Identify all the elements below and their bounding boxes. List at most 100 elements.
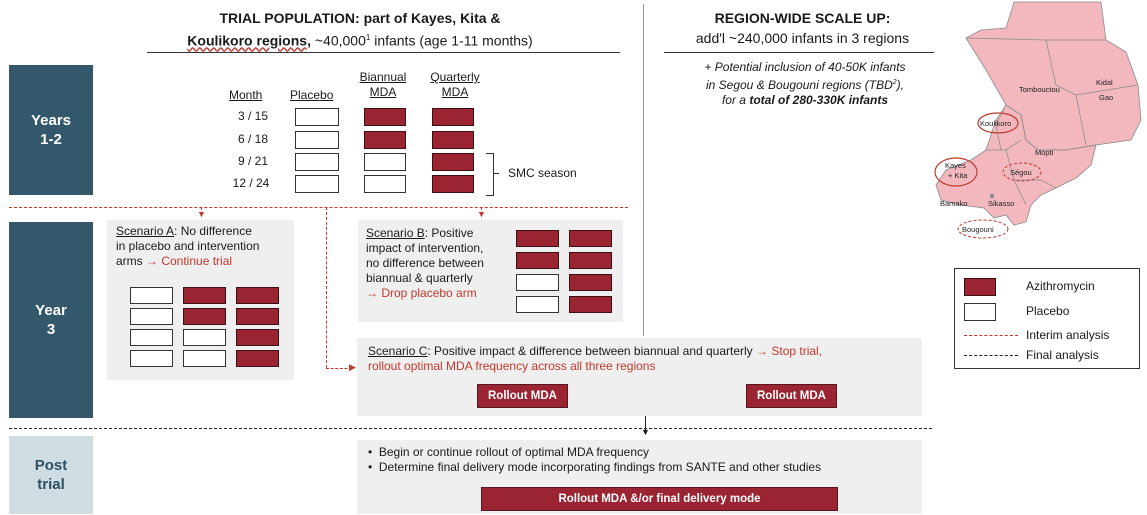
row-month-4: 12 / 24 bbox=[232, 176, 270, 190]
smc-bracket bbox=[486, 153, 494, 196]
bougouni-highlight bbox=[957, 219, 1009, 239]
azithromycin-box bbox=[236, 329, 279, 346]
right-note: + Potential inclusion of 40-50K infants … bbox=[650, 60, 960, 108]
rollout-mda-button: Rollout MDA bbox=[477, 384, 568, 408]
placebo-box bbox=[130, 329, 173, 346]
col-biannual: Biannual MDA bbox=[359, 70, 407, 99]
interim-analysis-line bbox=[9, 207, 628, 208]
arrow-to-scenario-c bbox=[326, 207, 327, 368]
population-count: ~40,000 bbox=[310, 32, 366, 49]
placebo-box bbox=[130, 308, 173, 325]
placebo-box bbox=[295, 131, 339, 149]
placebo-box bbox=[516, 274, 559, 291]
right-header-rule bbox=[664, 52, 934, 53]
arrow-head: ▼ bbox=[477, 209, 486, 219]
post-trial-bullets: • Begin or continue rollout of optimal M… bbox=[368, 445, 822, 474]
legend-final-swatch bbox=[964, 355, 1018, 356]
right-note-line3: for a total of 280-330K infants bbox=[721, 93, 889, 107]
map-label-koulikoro: Koulikoro bbox=[980, 119, 1012, 128]
post-bullet-2: Determine final delivery mode incorporat… bbox=[378, 460, 822, 474]
map-label-tombouctou: Tombouctou bbox=[1019, 85, 1060, 94]
arrow-to-post bbox=[645, 416, 646, 430]
azithromycin-box bbox=[432, 175, 474, 193]
scenario-c-text: Scenario C: Positive impact & difference… bbox=[368, 344, 918, 374]
map-label-segou: Ségou bbox=[1010, 168, 1032, 177]
azithromycin-box bbox=[569, 296, 612, 313]
placebo-box bbox=[516, 296, 559, 313]
placebo-box bbox=[295, 108, 339, 126]
legend-interim-swatch bbox=[964, 335, 1018, 336]
scenario-a-text: Scenario A: No difference in placebo and… bbox=[116, 224, 260, 268]
phase-year-3: Year 3 bbox=[9, 222, 93, 418]
row-month-3: 9 / 21 bbox=[237, 154, 269, 168]
column-divider bbox=[643, 4, 644, 336]
placebo-box bbox=[295, 153, 339, 171]
scenario-c-label: Scenario C bbox=[368, 344, 428, 358]
arrow-to-scenario-c-h bbox=[326, 368, 352, 369]
azithromycin-box bbox=[432, 131, 474, 149]
arrow-head: ▶ bbox=[349, 362, 356, 372]
mali-map bbox=[934, 1, 1142, 239]
placebo-box bbox=[183, 329, 226, 346]
scenario-b-action: → Drop placebo arm bbox=[366, 286, 477, 300]
left-header-rule bbox=[147, 52, 620, 53]
azithromycin-box bbox=[183, 308, 226, 325]
arrow-to-scenario-a bbox=[201, 207, 202, 215]
azithromycin-box bbox=[432, 153, 474, 171]
azithromycin-box bbox=[516, 230, 559, 247]
placebo-box bbox=[130, 287, 173, 304]
azithromycin-box bbox=[569, 274, 612, 291]
scenario-a-label: Scenario A bbox=[116, 224, 175, 238]
scenario-c-action: → Stop trial, bbox=[756, 344, 823, 358]
azithromycin-box bbox=[364, 108, 406, 126]
azithromycin-box bbox=[183, 287, 226, 304]
azithromycin-box bbox=[236, 308, 279, 325]
post-bullet-1: Begin or continue rollout of optimal MDA… bbox=[378, 445, 650, 459]
smc-bracket-tick bbox=[493, 173, 499, 174]
smc-season-label: SMC season bbox=[508, 166, 577, 180]
azithromycin-box bbox=[432, 108, 474, 126]
row-month-2: 6 / 18 bbox=[237, 132, 269, 146]
phase-years-1-2: Years 1-2 bbox=[9, 65, 93, 195]
bamako-dot bbox=[989, 193, 995, 199]
rollout-final-button: Rollout MDA &/or final delivery mode bbox=[481, 487, 838, 511]
right-header: REGION-WIDE SCALE UP: add'l ~240,000 inf… bbox=[660, 8, 945, 48]
row-month-1: 3 / 15 bbox=[237, 109, 269, 123]
footnote-1: 1 bbox=[365, 33, 371, 42]
map-label-kidal: Kidal bbox=[1096, 78, 1113, 87]
map-label-kita: + Kita bbox=[948, 171, 968, 180]
left-header: TRIAL POPULATION: part of Kayes, Kita & … bbox=[100, 8, 620, 51]
legend-azithromycin-swatch bbox=[964, 278, 996, 296]
left-header-line1: TRIAL POPULATION: part of Kayes, Kita & bbox=[219, 10, 501, 26]
placebo-box bbox=[295, 175, 339, 193]
scenario-a-action: → Continue trial bbox=[146, 254, 233, 268]
azithromycin-box bbox=[364, 131, 406, 149]
azithromycin-box bbox=[569, 230, 612, 247]
scenario-b-label: Scenario B bbox=[366, 226, 425, 240]
legend-azithromycin-label: Azithromycin bbox=[1026, 279, 1095, 293]
segou-highlight bbox=[1002, 162, 1042, 182]
right-note-line2: in Segou & Bougouni regions (TBD2), bbox=[705, 78, 905, 92]
kayes-kita-highlight bbox=[934, 157, 978, 187]
rollout-mda-button: Rollout MDA bbox=[746, 384, 837, 408]
arrow-head: ▼ bbox=[197, 209, 206, 219]
arrow-head: ▼ bbox=[641, 427, 650, 437]
map-label-sikasso: Sikasso bbox=[988, 199, 1015, 208]
azithromycin-box bbox=[516, 252, 559, 269]
left-header-line2: Koulikoro regions, ~40,0001 infants (age… bbox=[100, 28, 620, 51]
scenario-c-action-2: rollout optimal MDA frequency across all… bbox=[368, 359, 656, 373]
map-label-gao: Gao bbox=[1099, 93, 1114, 102]
azithromycin-box bbox=[236, 350, 279, 367]
azithromycin-box bbox=[569, 252, 612, 269]
phase-post-trial: Post trial bbox=[9, 436, 93, 514]
azithromycin-box bbox=[236, 287, 279, 304]
mali-region-south bbox=[935, 104, 1097, 226]
placebo-box bbox=[183, 350, 226, 367]
population-age: infants (age 1-11 months) bbox=[370, 32, 533, 49]
legend-final-label: Final analysis bbox=[1026, 348, 1099, 362]
map-label-bamako: Bamako bbox=[940, 199, 968, 208]
map-label-mopti: Mopti bbox=[1035, 148, 1054, 157]
legend-interim-label: Interim analysis bbox=[1026, 328, 1110, 342]
arrow-to-scenario-b bbox=[481, 207, 482, 215]
